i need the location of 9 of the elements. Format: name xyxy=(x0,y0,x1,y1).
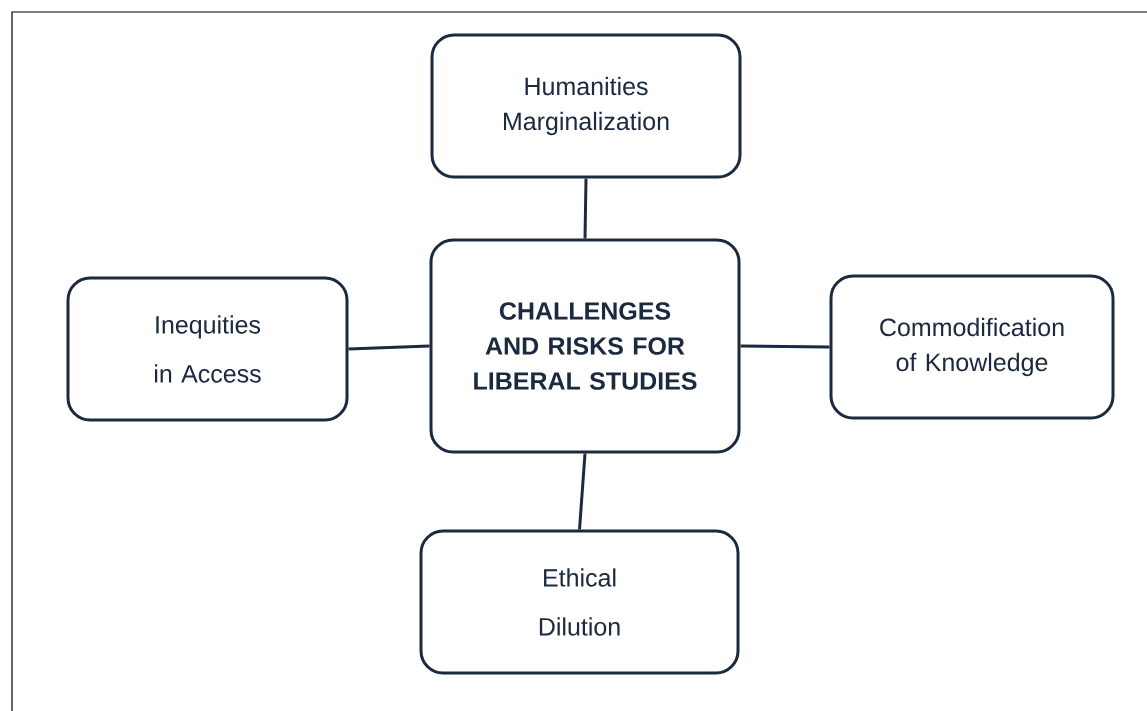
topic-box: Humanities Marginalization xyxy=(430,33,742,179)
topic-box: Inequities in Access xyxy=(66,276,349,422)
topic-box: Ethical Dilution xyxy=(419,529,740,675)
connector-line xyxy=(578,453,587,530)
central-topic-box: CHALLENGES AND RISKS FOR LIBERAL STUDIES xyxy=(429,238,741,454)
topic-box: Commodification of Knowledge xyxy=(829,274,1115,420)
connector-line xyxy=(348,344,430,351)
connector-line xyxy=(583,178,588,239)
connector-line xyxy=(740,344,830,349)
